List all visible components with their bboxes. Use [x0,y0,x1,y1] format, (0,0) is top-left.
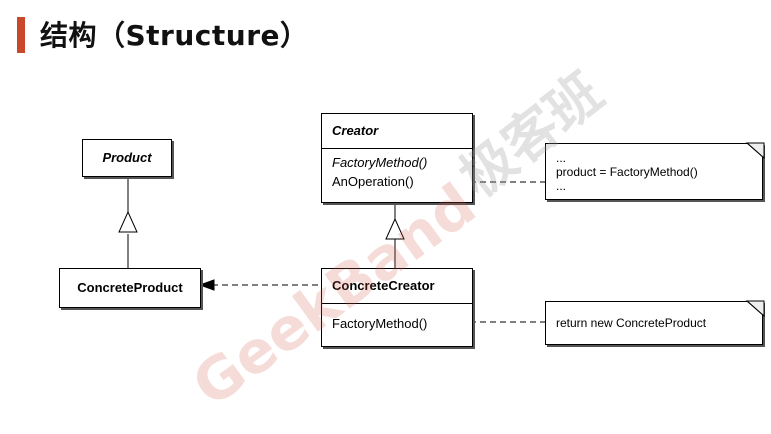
creator-op-an-operation: AnOperation() [332,174,414,189]
product-class: Product [82,139,172,177]
product-class-name: Product [102,150,152,165]
creator-class: Creator FactoryMethod() AnOperation() [321,113,473,203]
page-title: 结构（Structure） [40,19,309,52]
concrete-creator-class: ConcreteCreator FactoryMethod() [321,268,473,347]
product-inheritance-arrow [118,210,138,233]
concrete-creator-op-factory-method: FactoryMethod() [332,316,428,331]
concrete-note-line-1: return new ConcreteProduct [556,316,707,330]
creator-note-line-2: product = FactoryMethod() [556,165,698,179]
creator-note-line-3: ... [556,179,567,193]
concrete-product-class-name: ConcreteProduct [77,280,183,295]
creator-class-name: Creator [332,123,379,138]
creator-op-factory-method: FactoryMethod() [332,155,428,170]
concrete-creator-operations: FactoryMethod() [322,303,472,346]
title-accent-bar [17,17,25,53]
concrete-creator-class-name: ConcreteCreator [332,278,435,293]
dependency-arrow [198,279,215,291]
creator-operations: FactoryMethod() AnOperation() [322,148,472,202]
concrete-creator-code-note: return new ConcreteProduct [545,301,763,345]
creator-note-line-1: ... [556,151,567,165]
creator-code-note: ... product = FactoryMethod() ... [545,143,763,200]
concrete-product-class: ConcreteProduct [59,268,201,308]
